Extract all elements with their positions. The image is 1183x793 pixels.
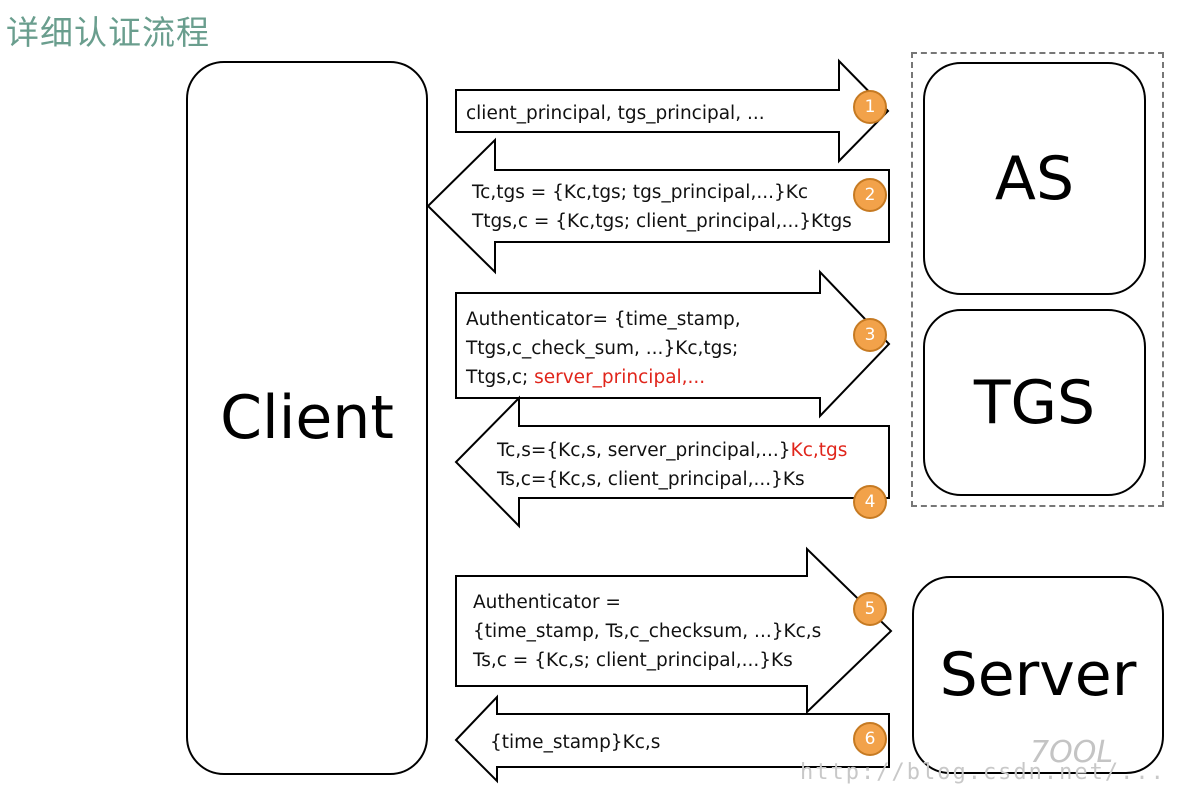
arrow-6 [454, 694, 890, 784]
client-node: Client [186, 61, 428, 775]
tgs-node: TGS [923, 309, 1146, 496]
message-line: client_principal, tgs_principal, ... [466, 99, 765, 128]
arrow-5 [455, 546, 893, 715]
diagram-title: 详细认证流程 [6, 13, 210, 52]
message-text: Ttgs,c_check_sum, ...}Kc,tgs; [466, 338, 739, 359]
as-node: AS [923, 62, 1146, 295]
step-badge-6: 6 [853, 722, 887, 756]
arrow-1 [455, 58, 890, 164]
watermark-logo: 7OOL [1030, 735, 1114, 770]
arrow-4 [454, 395, 890, 529]
watermark-url: http://blog.csdn.net/... [800, 760, 1166, 785]
message-line: Ttgs,c; server_principal,... [466, 363, 741, 392]
highlighted-text: Kc,tgs [790, 440, 848, 461]
message-line: Ts,c={Kc,s, client_principal,...}Ks [497, 465, 847, 494]
message-text: {time_stamp, Ts,c_checksum, ...}Kc,s [473, 621, 822, 642]
step-badge-3: 3 [853, 318, 887, 352]
message-line: Authenticator= {time_stamp, [466, 305, 741, 334]
arrow-3 [455, 269, 891, 419]
step-badge-4: 4 [853, 485, 887, 519]
message-text: client_principal, tgs_principal, ... [466, 103, 765, 124]
message-1-label: client_principal, tgs_principal, ... [466, 99, 765, 128]
message-3-label: Authenticator= {time_stamp, Ttgs,c_check_… [466, 305, 741, 392]
step-badge-5: 5 [853, 592, 887, 626]
message-5-label: Authenticator = {time_stamp, Ts,c_checksu… [473, 588, 821, 675]
kdc-group [911, 52, 1164, 507]
message-text: Ts,c = {Kc,s; client_principal,...}Ks [473, 650, 793, 671]
message-line: {time_stamp}Kc,s [490, 728, 660, 757]
message-text: Ttgs,c; [466, 367, 535, 388]
message-text: Tc,s={Kc,s, server_principal,...} [497, 440, 791, 461]
highlighted-text: server_principal,... [534, 367, 706, 388]
message-text: Ttgs,c = {Kc,tgs; client_principal,...}K… [472, 211, 852, 232]
message-line: Ts,c = {Kc,s; client_principal,...}Ks [473, 646, 821, 675]
step-badge-1: 1 [853, 90, 887, 124]
message-line: Tc,s={Kc,s, server_principal,...}Kc,tgs [497, 436, 847, 465]
message-text: Ts,c={Kc,s, client_principal,...}Ks [497, 469, 805, 490]
arrow-2 [426, 137, 890, 275]
message-line: Ttgs,c_check_sum, ...}Kc,tgs; [466, 334, 741, 363]
message-6-label: {time_stamp}Kc,s [490, 728, 660, 757]
message-text: Tc,tgs = {Kc,tgs; tgs_principal,...}Kc [472, 182, 809, 203]
server-node: Server [912, 576, 1164, 774]
message-text: Authenticator = [473, 592, 621, 613]
message-line: Ttgs,c = {Kc,tgs; client_principal,...}K… [472, 207, 852, 236]
message-line: Authenticator = [473, 588, 821, 617]
step-badge-2: 2 [853, 178, 887, 212]
message-line: Tc,tgs = {Kc,tgs; tgs_principal,...}Kc [472, 178, 852, 207]
message-text: Authenticator= {time_stamp, [466, 309, 741, 330]
message-text: {time_stamp}Kc,s [490, 732, 661, 753]
message-line: {time_stamp, Ts,c_checksum, ...}Kc,s [473, 617, 821, 646]
